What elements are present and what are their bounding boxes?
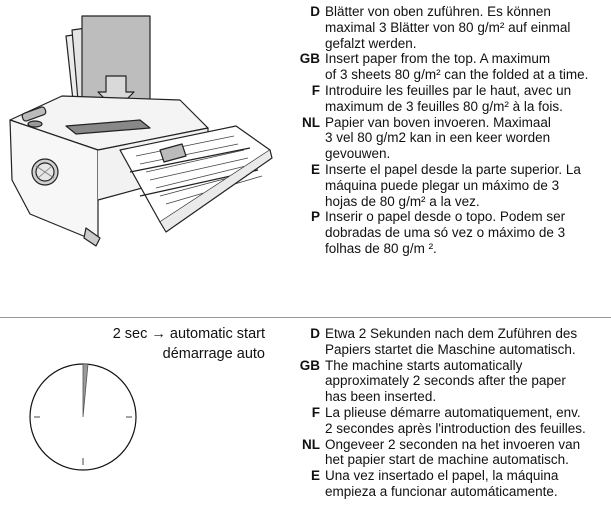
timer-label-fr: démarrage auto — [162, 346, 265, 362]
instruction-nl: NL Papier van boven invoeren. Maximaal 3… — [295, 115, 607, 162]
timer-label-en: 2 sec → automatic start — [112, 326, 265, 342]
language-code: NL — [302, 114, 320, 130]
instruction-text: Insert paper from the top. A maximum of … — [325, 51, 589, 83]
instruction-d: D Etwa 2 Sekunden nach dem Zuführen des … — [295, 326, 607, 358]
language-code: D — [310, 4, 320, 19]
instruction-text: Inserir o papel desde o topo. Podem ser … — [325, 209, 566, 256]
auto-start-instructions: D Etwa 2 Sekunden nach dem Zuführen des … — [295, 326, 607, 500]
instruction-gb: GB Insert paper from the top. A maximum … — [295, 51, 607, 83]
language-code: GB — [299, 357, 320, 373]
language-code: GB — [299, 51, 320, 67]
language-code: E — [310, 161, 320, 177]
instruction-f: F Introduire les feuilles par le haut, a… — [295, 83, 607, 115]
section-divider — [0, 317, 611, 318]
insert-paper-instructions: D Blätter von oben zuführen. Es können m… — [295, 4, 607, 257]
instruction-d: D Blätter von oben zuführen. Es können m… — [295, 4, 607, 51]
instruction-gb: GB The machine starts automatically appr… — [295, 358, 607, 405]
instruction-e: E Una vez insertado el papel, la máquina… — [295, 468, 607, 500]
instruction-text: Blätter von oben zuführen. Es können max… — [325, 4, 571, 51]
instruction-p: P Inserir o papel desde o topo. Podem se… — [295, 209, 607, 256]
instruction-text: Introduire les feuilles par le haut, ave… — [325, 82, 572, 114]
instruction-text: Inserte el papel desde la parte superior… — [325, 161, 581, 209]
folding-machine-illustration — [9, 15, 273, 247]
language-code: F — [311, 404, 320, 420]
language-code: P — [310, 209, 320, 225]
instruction-nl: NL Ongeveer 2 seconden na het invoeren v… — [295, 437, 607, 469]
instruction-text: Etwa 2 Sekunden nach dem Zuführen des Pa… — [325, 326, 578, 357]
instruction-text: La plieuse démarre automatiquement, env.… — [325, 404, 586, 436]
instruction-f: F La plieuse démarre automatiquement, en… — [295, 405, 607, 437]
clock-dial-icon — [29, 363, 137, 471]
language-code: NL — [302, 436, 320, 452]
language-code: F — [311, 82, 320, 98]
instruction-text: Una vez insertado el papel, la máquina e… — [325, 468, 559, 499]
instruction-text: The machine starts automatically approxi… — [325, 357, 566, 405]
instruction-e: E Inserte el papel desde la parte superi… — [295, 162, 607, 209]
instruction-text: Ongeveer 2 seconden na het invoeren van … — [325, 436, 581, 468]
language-code: E — [310, 468, 320, 484]
instruction-text: Papier van boven invoeren. Maximaal 3 ve… — [325, 114, 551, 162]
language-code: D — [310, 326, 320, 341]
